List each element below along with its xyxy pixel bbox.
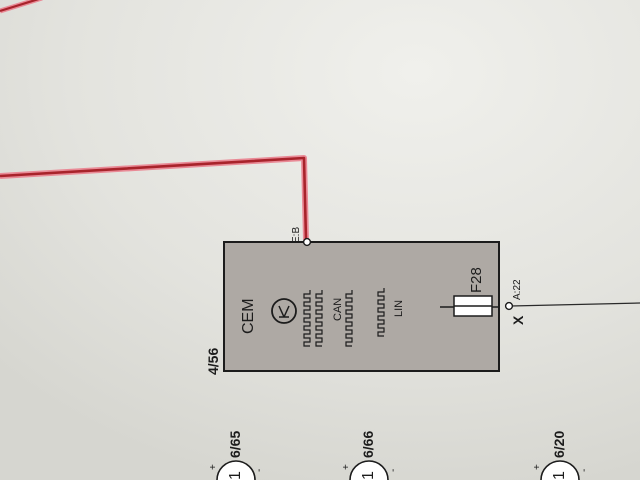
connector-6-20: 1 + - 6/20 — [532, 431, 590, 480]
connector-circle-icon — [349, 460, 389, 480]
pin-top-terminal — [302, 237, 312, 247]
can-waveform-right-icon — [345, 290, 353, 347]
lin-label: LIN — [393, 300, 405, 317]
can-waveform-mid-icon — [315, 290, 323, 347]
connector-label: 6/20 — [551, 431, 567, 458]
connector-plus-icon: + — [341, 464, 352, 470]
wire-right — [510, 302, 640, 307]
connector-circle-icon — [216, 460, 256, 480]
connector-plus-icon: + — [208, 464, 219, 470]
connector-label: 6/66 — [360, 431, 376, 458]
fuse-label: F28 — [468, 267, 485, 293]
connector-plus-icon: + — [532, 464, 543, 470]
connector-circle-icon — [540, 460, 580, 480]
connector-number-icon: 1 — [227, 471, 244, 480]
can-waveform-left-icon — [303, 290, 311, 347]
module-ref-label: 4/56 — [205, 348, 221, 375]
connector-minus-icon: - — [579, 469, 590, 472]
wire-corner — [0, 0, 40, 13]
lin-waveform-icon — [377, 288, 385, 337]
wire-main — [0, 156, 308, 241]
connector-minus-icon: - — [388, 469, 399, 472]
connector-number-icon: 1 — [360, 471, 377, 480]
module-name-label: CEM — [240, 298, 257, 334]
connector-6-66: 1 + - 6/66 — [341, 431, 399, 480]
connector-label: 6/65 — [227, 431, 243, 458]
connector-6-65: 1 + - 6/65 — [208, 431, 265, 480]
k-circle-icon — [271, 298, 297, 324]
ground-marker-label: X — [510, 315, 526, 325]
pin-right-label: A:22 — [512, 279, 523, 300]
pin-top-label: E:B — [291, 227, 302, 243]
connector-number-icon: 1 — [551, 471, 568, 480]
can-label: CAN — [332, 298, 344, 321]
pin-right-terminal — [504, 301, 514, 311]
connector-minus-icon: - — [254, 469, 265, 472]
